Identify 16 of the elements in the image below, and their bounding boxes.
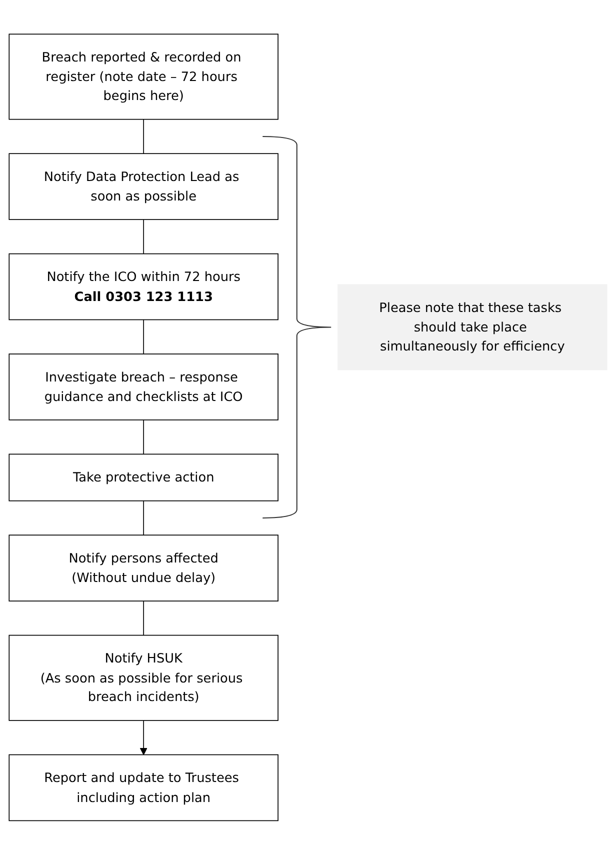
- process-box: Investigate breach – response guidance and checklists at ICO: [8, 354, 278, 420]
- connector-line: [143, 119, 144, 154]
- connector-line: [143, 420, 144, 455]
- process-box: Notify persons affected (Without undue delay): [8, 534, 278, 602]
- connector-line: [143, 500, 144, 536]
- process-box: Take protective action: [8, 454, 278, 502]
- connector-line: [143, 219, 144, 254]
- process-box: Notify Data Protection Lead as soon as possible: [8, 153, 278, 220]
- process-box: Notify the ICO within 72 hours Call 0303 123 1113: [8, 253, 278, 320]
- process-box: Notify HSUK (As soon as possible for serious breach incidents): [8, 634, 278, 721]
- process-box: Breach reported & recorded on register (note date – 72 hours begins here): [8, 34, 278, 120]
- process-box: Report and update to Trustees including action plan: [8, 754, 278, 822]
- note-box: Please note that these tasks should take place simultaneously for efficiency: [338, 284, 608, 370]
- connector-line: [143, 319, 144, 354]
- connector-line: [143, 600, 144, 636]
- arrow: [140, 720, 148, 756]
